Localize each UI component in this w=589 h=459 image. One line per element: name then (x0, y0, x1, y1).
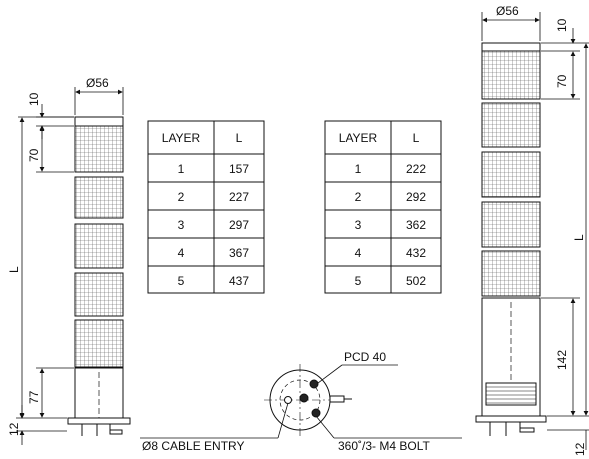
table-right-cell: 222 (406, 162, 426, 176)
right-tower-layer-3 (481, 151, 541, 198)
table-right-header-layer: LAYER (339, 131, 378, 145)
left-tower (67, 116, 131, 436)
left-tower-layer-4 (74, 272, 124, 317)
right-tower-layer-5 (481, 250, 541, 297)
table-right: LAYER L 1 222 2 292 3 362 4 432 5 502 (324, 120, 442, 294)
table-left-cell: 367 (229, 246, 249, 260)
right-tower-base-height-label: 142 (555, 350, 569, 370)
table-right-cell: 1 (355, 162, 362, 176)
table-right-cell: 2 (355, 190, 362, 204)
table-right-cell: 502 (406, 274, 426, 288)
table-left-header-layer: LAYER (162, 131, 201, 145)
bolt-label: 360˚/3- M4 BOLT (338, 439, 430, 453)
table-right-cell: 292 (406, 190, 426, 204)
table-right-cell: 362 (406, 218, 426, 232)
right-tower-layer-2 (481, 102, 541, 148)
right-tower-layer-4 (481, 201, 541, 248)
table-left-cell: 3 (178, 218, 185, 232)
bolt-hole (311, 408, 321, 418)
right-tower-diameter-label: Ø56 (496, 4, 519, 18)
table-left-cell: 2 (178, 190, 185, 204)
table-left-cell: 437 (229, 274, 249, 288)
cable-entry-label: Ø8 CABLE ENTRY (142, 439, 244, 453)
table-left-cell: 157 (229, 162, 249, 176)
left-tower-layer-2 (74, 176, 124, 219)
table-right-cell: 4 (355, 246, 362, 260)
cable-entry-hole (284, 396, 292, 404)
right-tower-dimensions (481, 12, 589, 450)
left-tower-layer-5 (74, 319, 124, 368)
left-tower-overall-label: L (7, 266, 21, 273)
table-left-cell: 4 (178, 246, 185, 260)
bolt-hole (299, 393, 309, 403)
left-tower-bottom-offset-label: 12 (7, 422, 21, 436)
left-tower-base-height-label: 77 (27, 390, 41, 404)
table-left: LAYER L 1 157 2 227 3 297 4 367 5 437 (147, 120, 265, 294)
right-tower-bottom-offset-label: 12 (573, 442, 587, 456)
table-left-cell: 227 (229, 190, 249, 204)
right-tower-overall-label: L (572, 234, 586, 241)
table-right-cell: 3 (355, 218, 362, 232)
pcd-label: PCD 40 (344, 350, 386, 364)
table-left-header-l: L (236, 131, 243, 145)
left-tower-layer-3 (74, 223, 124, 269)
left-tower-layer-height-label: 70 (27, 148, 41, 162)
right-tower-layer-1 (481, 50, 541, 100)
left-tower-top-cap-label: 10 (27, 92, 41, 106)
base-bottom-view (140, 364, 462, 439)
table-right-cell: 5 (355, 274, 362, 288)
table-right-cell: 432 (406, 246, 426, 260)
right-tower-top-cap-label: 10 (555, 18, 569, 32)
table-left-cell: 1 (178, 162, 185, 176)
table-right-header-l: L (413, 131, 420, 145)
left-tower-dimensions (16, 87, 124, 445)
left-tower-layer-1 (74, 125, 124, 173)
left-tower-diameter-label: Ø56 (86, 76, 109, 90)
table-left-cell: 297 (229, 218, 249, 232)
table-left-cell: 5 (178, 274, 185, 288)
bolt-hole (309, 379, 319, 389)
right-tower-layer-height-label: 70 (555, 74, 569, 88)
right-tower (475, 42, 547, 436)
